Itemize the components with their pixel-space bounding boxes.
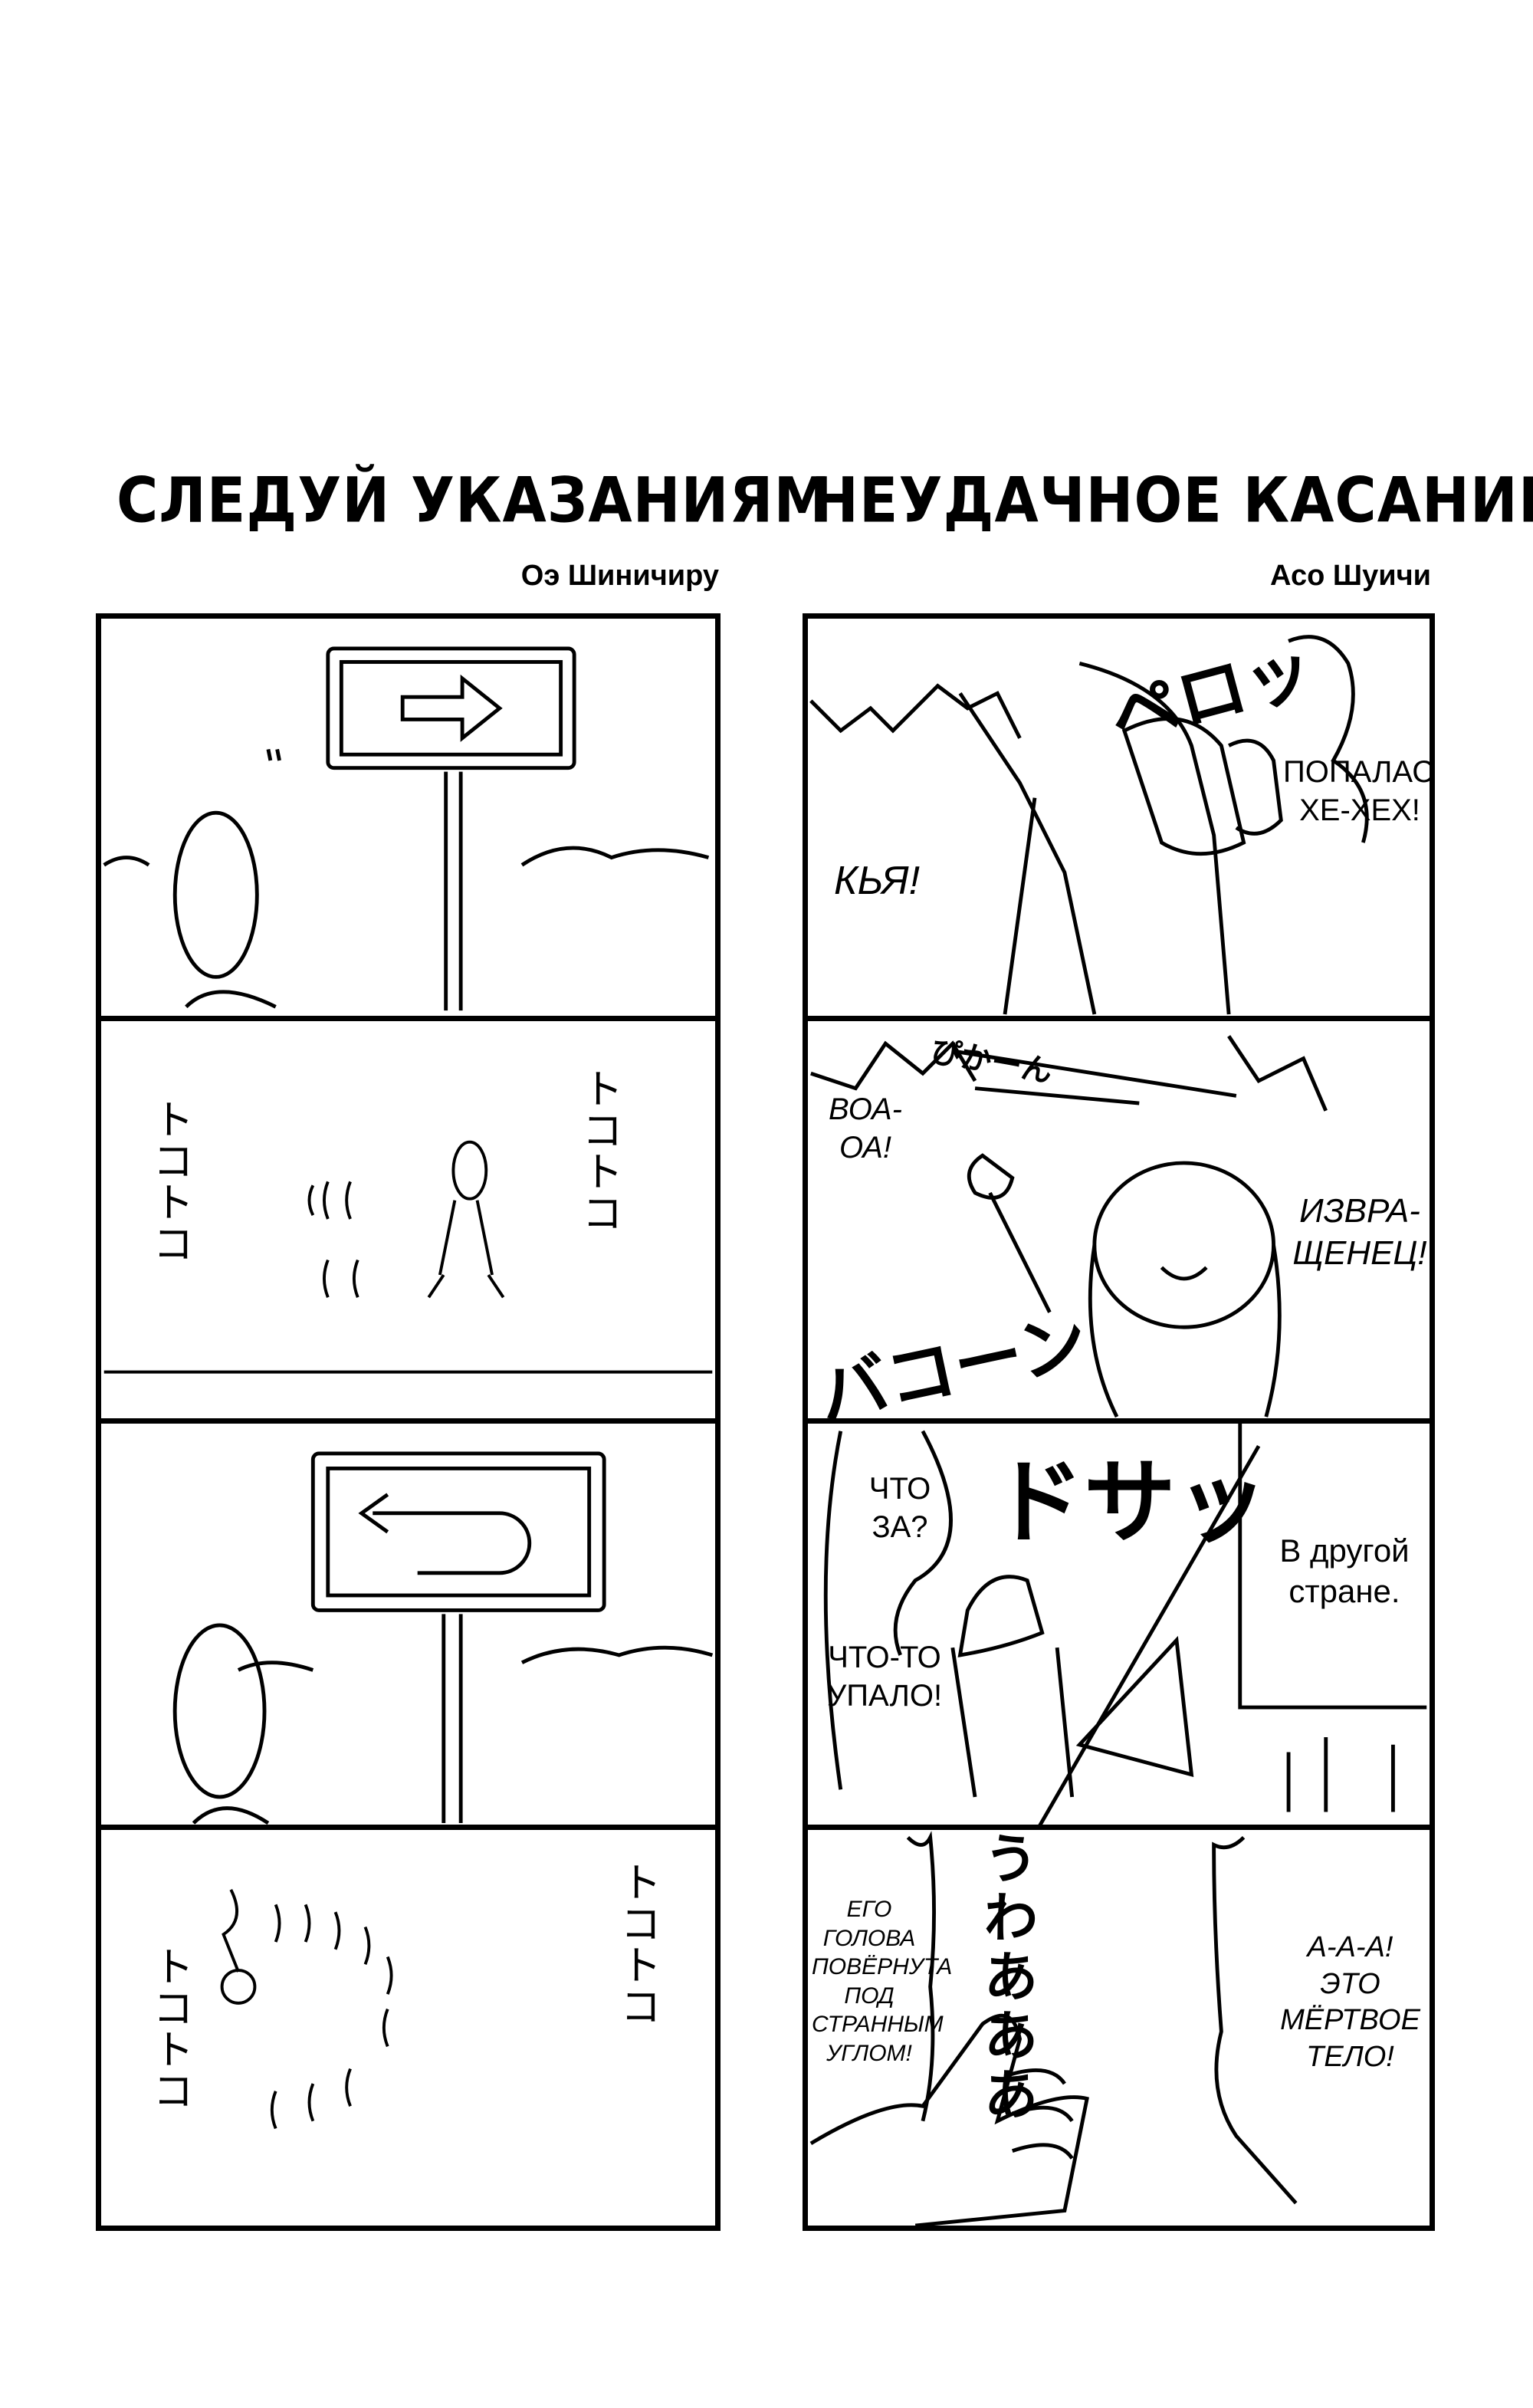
sfx-toko-toko: トコトコ	[613, 1861, 661, 2026]
sfx-uwaaa: うわあああ	[984, 1828, 1038, 2127]
speech-text: ПОПАЛАСЬ! ХЕ-ХЕХ!	[1283, 755, 1435, 827]
sign-arrow-right-illustration	[103, 646, 710, 1011]
panel-right-4: うわあああ ЕГО ГОЛОВА ПОВЁРНУТА ПОД СТРАННЫМ …	[803, 1825, 1435, 2231]
panel-right-3: ドサッ ЧТО ЗА? ЧТО-ТО УПАЛО! В другой стран…	[803, 1418, 1435, 1830]
speech-text: ЧТО-ТО УПАЛО!	[826, 1641, 943, 1713]
panel-left-3	[96, 1418, 721, 1830]
panel-right-1: ペロッ ПОПАЛАСЬ! ХЕ-ХЕХ! КЬЯ!	[803, 613, 1435, 1021]
sign-u-turn-illustration	[172, 1451, 714, 1825]
panel-left-1	[96, 613, 721, 1021]
sfx-dosa: ドサッ	[992, 1450, 1268, 1556]
travelers-illustration	[823, 1424, 1427, 1825]
dead-hand-illustration	[809, 1831, 1298, 2226]
speech-text: А-А-А! ЭТО МЁРТВОЕ ТЕЛО!	[1280, 1931, 1420, 2073]
author-right: Асо Шуичи	[1270, 560, 1431, 592]
sfx-toko-toko: トコトコ	[575, 1067, 623, 1233]
speech-text: ЧТО ЗА?	[868, 1472, 931, 1544]
sfx-toko-toko: トコトコ	[146, 1098, 194, 1263]
comic-title-right: НЕУДАЧНОЕ КАСАНИЕ	[811, 464, 1533, 537]
speech-text: ВОА- ОА!	[828, 1092, 903, 1165]
speech-text: КЬЯ!	[833, 859, 921, 903]
panel-left-4: トコトコ トコトコ	[96, 1825, 721, 2231]
author-left: Оэ Шиничиру	[520, 560, 719, 592]
panel-right-2: ぴかーん バコーン ВОА- ОА! ИЗВРА- ЩЕНЕЦ!	[803, 1016, 1435, 1424]
skirt-grab-illustration	[809, 635, 1369, 1015]
speech-text: ЕГО ГОЛОВА ПОВЁРНУТА ПОД СТРАННЫМ УГЛОМ!	[812, 1897, 953, 2066]
panel-left-2: トコトコ トコトコ	[96, 1016, 721, 1424]
sfx-toko-toko: トコトコ	[146, 1945, 194, 2111]
girl-punch-illustration	[810, 1035, 1328, 1418]
walking-man-illustration	[103, 1140, 713, 1374]
falling-man-illustration	[220, 1889, 393, 2130]
speech-text: ИЗВРА- ЩЕНЕЦ!	[1292, 1192, 1427, 1272]
comic-title-left: СЛЕДУЙ УКАЗАНИЯМ	[117, 464, 832, 537]
caption-text: В другой стране.	[1279, 1533, 1410, 1609]
